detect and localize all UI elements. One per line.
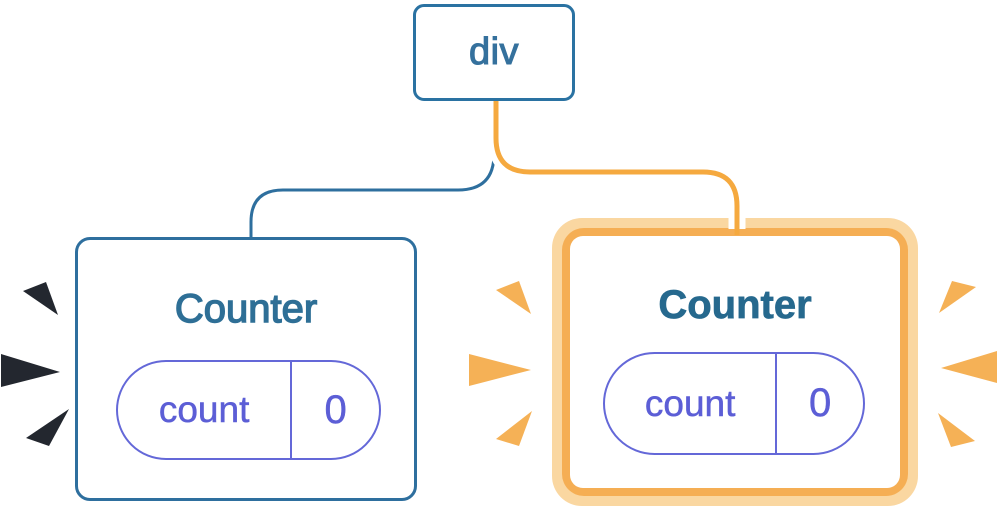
counter-title: Counter <box>658 283 812 327</box>
state-pill: count 0 <box>116 360 381 460</box>
connector-orange-to-right-counter <box>493 101 740 235</box>
state-pill: count 0 <box>603 352 865 455</box>
state-key-label: count <box>158 389 250 431</box>
counter-card-right-highlighted: Counter count 0 <box>552 218 918 506</box>
state-value: 0 <box>290 362 379 458</box>
spark-icon <box>496 281 531 314</box>
spark-icon <box>496 411 532 446</box>
counter-title: Counter <box>174 287 318 331</box>
spark-icon <box>23 282 58 315</box>
counter-card-left: Counter count 0 <box>75 237 417 501</box>
spark-icon <box>939 281 976 313</box>
burst-sparks-orange-left <box>469 281 532 446</box>
root-div-label: div <box>468 30 520 73</box>
spark-icon <box>26 409 69 446</box>
connector-blue-to-left-counter <box>249 101 496 239</box>
burst-sparks-orange-right <box>938 281 997 447</box>
burst-sparks-dark <box>1 282 69 446</box>
spark-icon <box>938 413 975 447</box>
state-key-label: count <box>644 382 736 424</box>
connector-orange-casing <box>487 101 746 229</box>
spark-icon <box>941 351 997 383</box>
state-value: 0 <box>775 354 863 453</box>
root-div-node: div <box>413 4 575 101</box>
spark-icon <box>1 354 60 387</box>
spark-icon <box>469 354 531 386</box>
